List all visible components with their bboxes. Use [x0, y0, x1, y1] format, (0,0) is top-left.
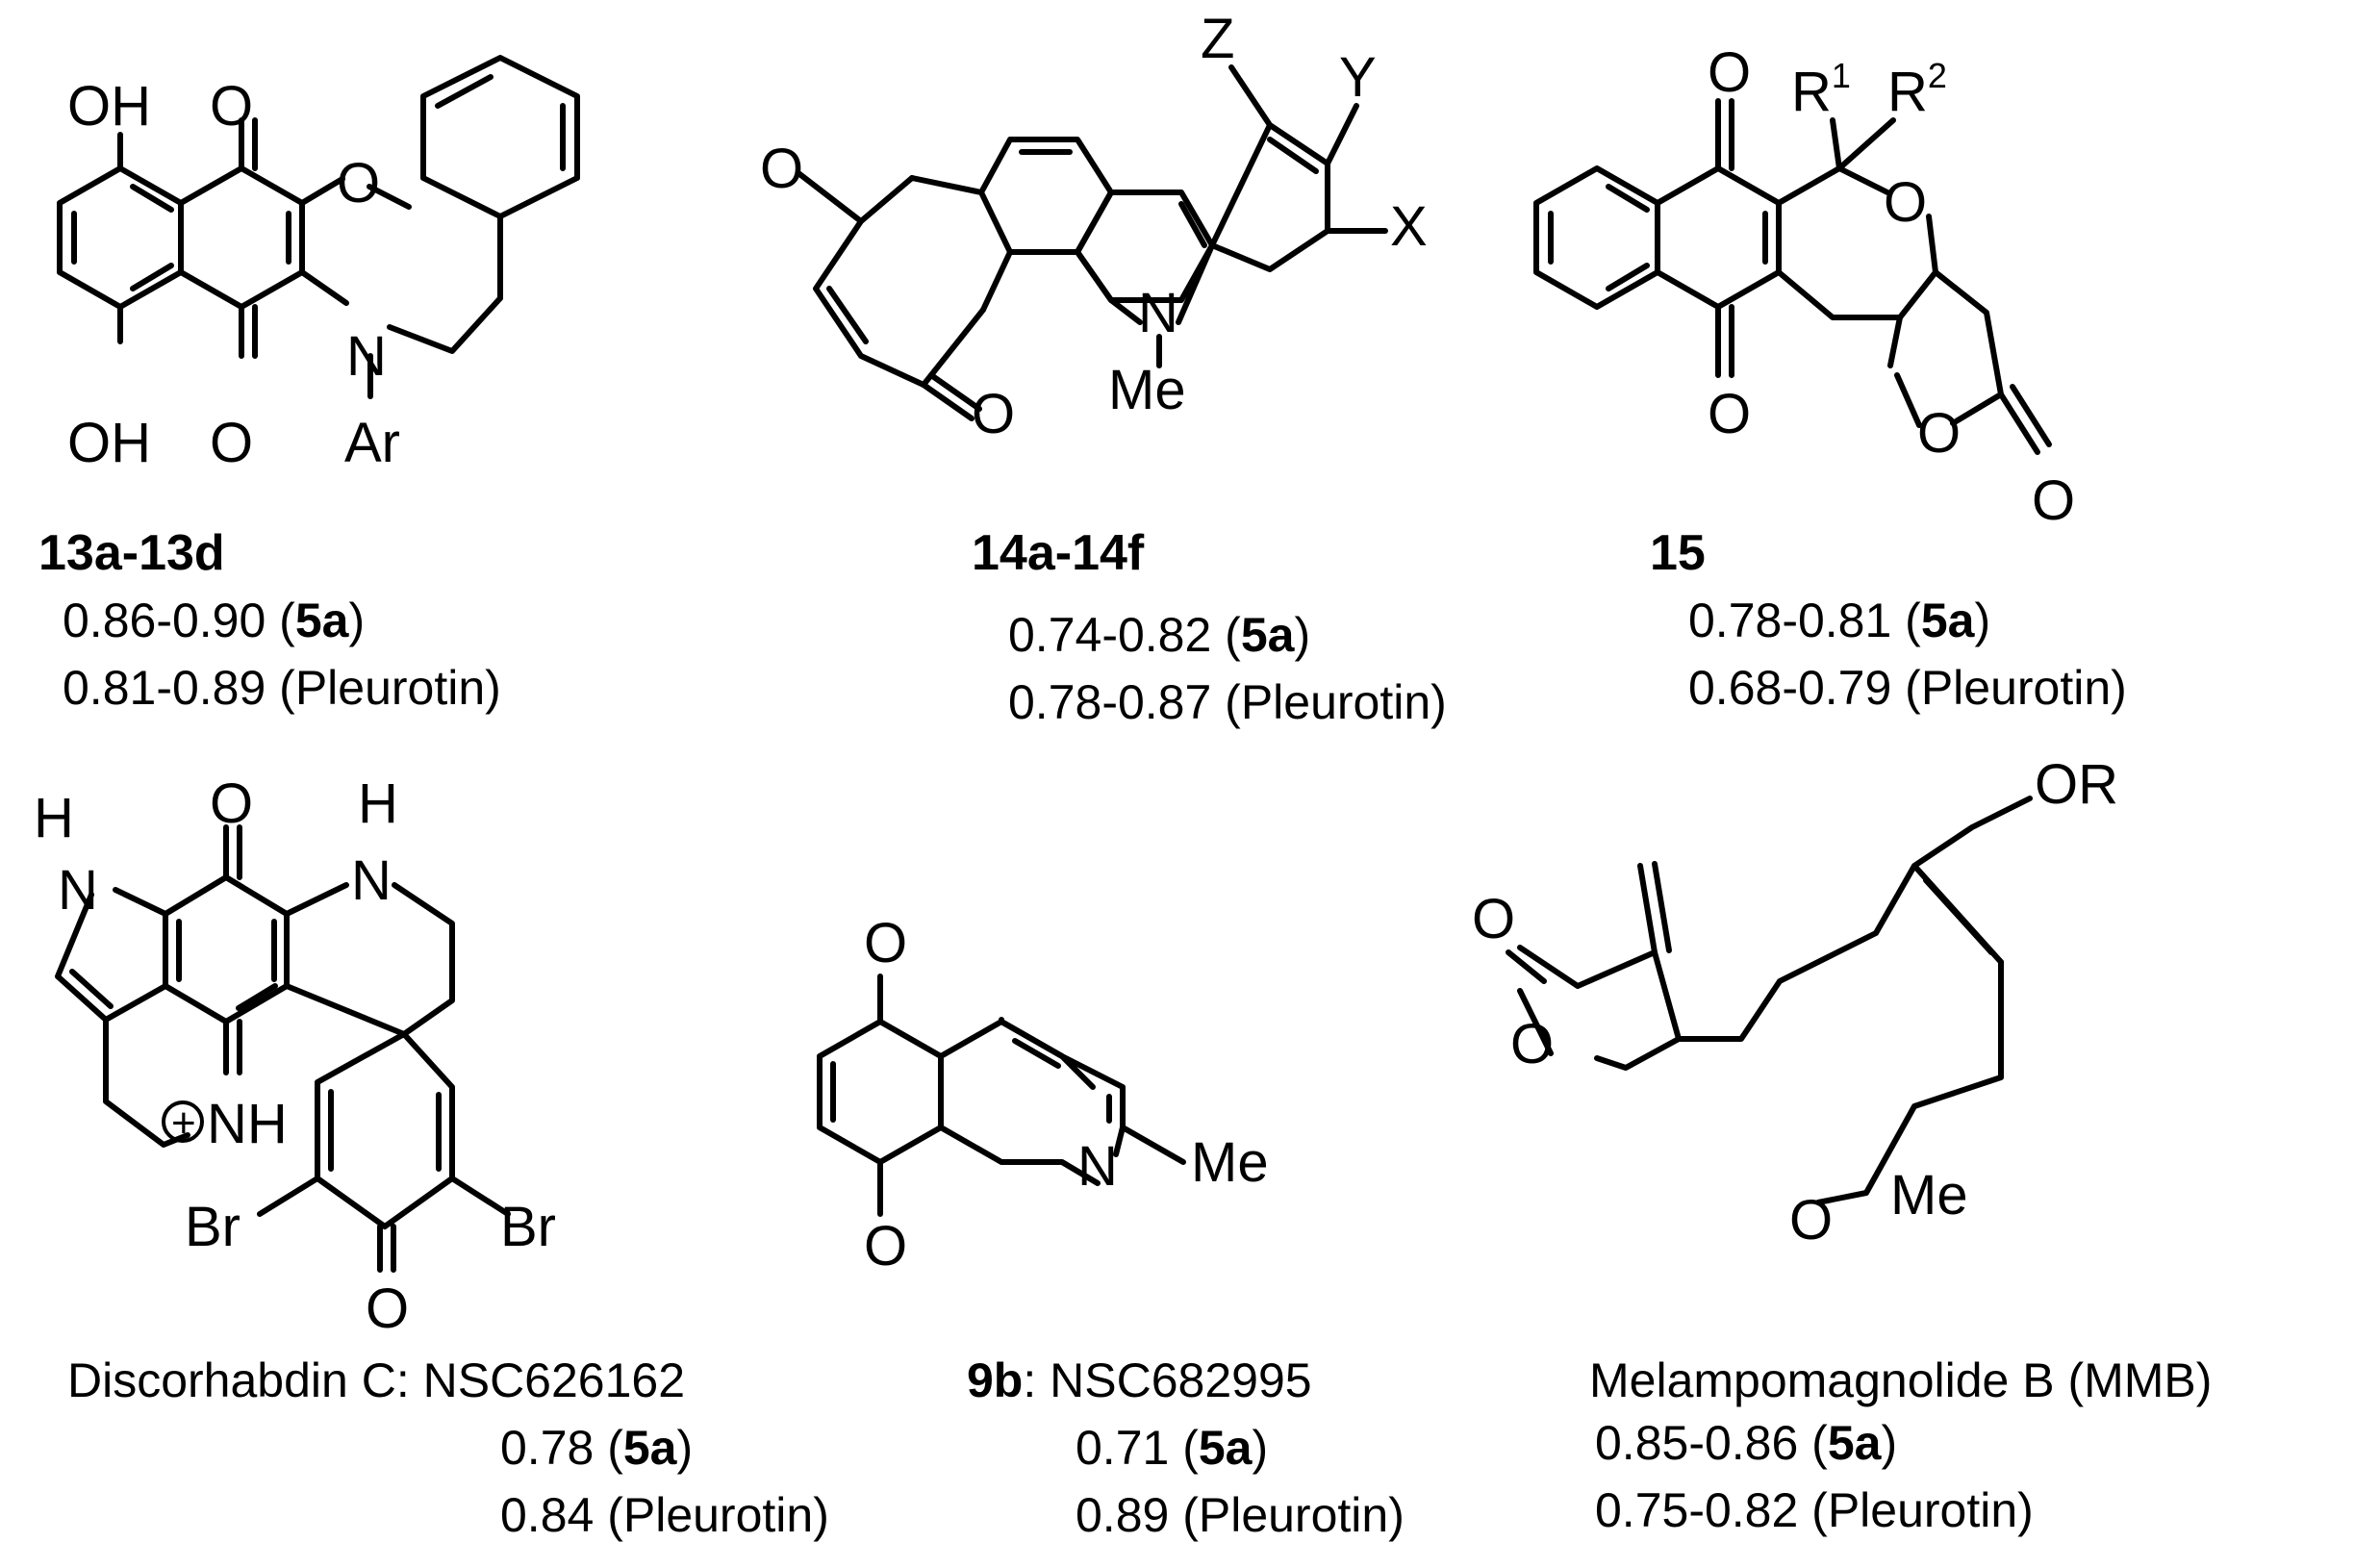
atom-o-carbonyl-top: O	[1708, 41, 1751, 104]
structure-mmb: O O O OR Me	[1472, 753, 2118, 1252]
atom-n-pyrrole: N	[58, 859, 98, 922]
atom-h-amine: H	[358, 772, 398, 835]
atom-br-right: Br	[500, 1196, 556, 1258]
atom-o-top: O	[760, 138, 803, 200]
atom-y: Y	[1339, 46, 1377, 109]
atom-o-ring: O	[1884, 171, 1927, 234]
compound-name-discorhabdin-c: Discorhabdin C: NSC626162	[67, 1353, 686, 1407]
caption-14a-14f-pleurotin: 0.78-0.87 (Pleurotin)	[1008, 675, 1447, 729]
atom-r2: R2	[1887, 56, 1947, 123]
atom-o-epoxide: O	[1789, 1189, 1833, 1252]
atom-o-carbonyl-top: O	[210, 75, 253, 138]
structure-15: O O O O O R1 R2	[1533, 41, 2075, 532]
caption-9b-5a: 0.71 (5a)	[1076, 1421, 1269, 1475]
caption-14a-14f-5a: 0.74-0.82 (5a)	[1008, 608, 1311, 662]
charge-plus-sign: +	[171, 1100, 196, 1147]
atom-o-bottom: O	[972, 383, 1015, 445]
atom-r1: R1	[1791, 56, 1851, 123]
atom-o-carbonyl: O	[210, 772, 253, 835]
atom-o-lactone-carbonyl: O	[2032, 469, 2075, 532]
atom-ar: Ar	[344, 412, 400, 474]
charge-plus-circle	[162, 1100, 204, 1143]
caption-mmb-5a: 0.85-0.86 (5a)	[1595, 1416, 1898, 1470]
caption-discorhabdin-c-5a: 0.78 (5a)	[500, 1421, 694, 1475]
atom-n: N	[1077, 1135, 1118, 1198]
atom-o-carbonyl-bottom: O	[1708, 383, 1751, 445]
atom-o-bottom: O	[864, 1215, 907, 1277]
caption-15-5a: 0.78-0.81 (5a)	[1688, 594, 1991, 647]
atom-o-ether: O	[337, 152, 380, 215]
atom-o-lactone: O	[1510, 1013, 1554, 1075]
atom-o-carbonyl: O	[1472, 888, 1515, 950]
compound-id-14a-14f: 14a-14f	[972, 525, 1145, 581]
atom-br-left: Br	[185, 1196, 240, 1258]
atom-me: Me	[1890, 1164, 1968, 1227]
structure-13a-13d: OH OH O O O N Ar	[57, 55, 580, 474]
caption-15-pleurotin: 0.68-0.79 (Pleurotin)	[1688, 661, 2127, 715]
atom-h-pyrrole: H	[34, 787, 74, 849]
compound-id-13a-13d: 13a-13d	[38, 525, 225, 581]
compound-id-15: 15	[1650, 525, 1706, 581]
atom-oh-bottom: OH	[67, 412, 151, 474]
atom-o-carbonyl-bottom: O	[210, 412, 253, 474]
atom-o-ketone: O	[366, 1277, 409, 1340]
atom-n-amine: N	[351, 849, 392, 912]
atom-me: Me	[1108, 359, 1186, 421]
caption-13a-13d-5a: 0.86-0.90 (5a)	[63, 594, 366, 647]
caption-9b-pleurotin: 0.89 (Pleurotin)	[1076, 1488, 1405, 1542]
caption-discorhabdin-c-pleurotin: 0.84 (Pleurotin)	[500, 1488, 829, 1542]
atom-nh-iminium: NH	[207, 1093, 288, 1155]
structure-14a-14f: O O N Me Z Y X	[760, 8, 1428, 445]
compound-name-mmb: Melampomagnolide B (MMB)	[1589, 1353, 2213, 1407]
atom-n: N	[1138, 282, 1178, 344]
atom-oh-top: OH	[67, 75, 151, 138]
atom-or: OR	[2035, 753, 2118, 816]
compound-name-9b: 9b: NSC682995	[967, 1353, 1312, 1407]
atom-o-lactone: O	[1917, 402, 1961, 465]
structure-discorhabdin-c: H N O H N + NH Br Br O	[34, 772, 556, 1340]
atom-o-top: O	[864, 912, 907, 974]
structure-9b: O O N Me	[817, 912, 1269, 1277]
atom-me: Me	[1191, 1131, 1269, 1194]
caption-13a-13d-pleurotin: 0.81-0.89 (Pleurotin)	[63, 661, 501, 715]
atom-x: X	[1390, 195, 1428, 258]
atom-z: Z	[1201, 8, 1234, 70]
caption-mmb-pleurotin: 0.75-0.82 (Pleurotin)	[1595, 1483, 2034, 1537]
atom-n: N	[346, 325, 387, 388]
